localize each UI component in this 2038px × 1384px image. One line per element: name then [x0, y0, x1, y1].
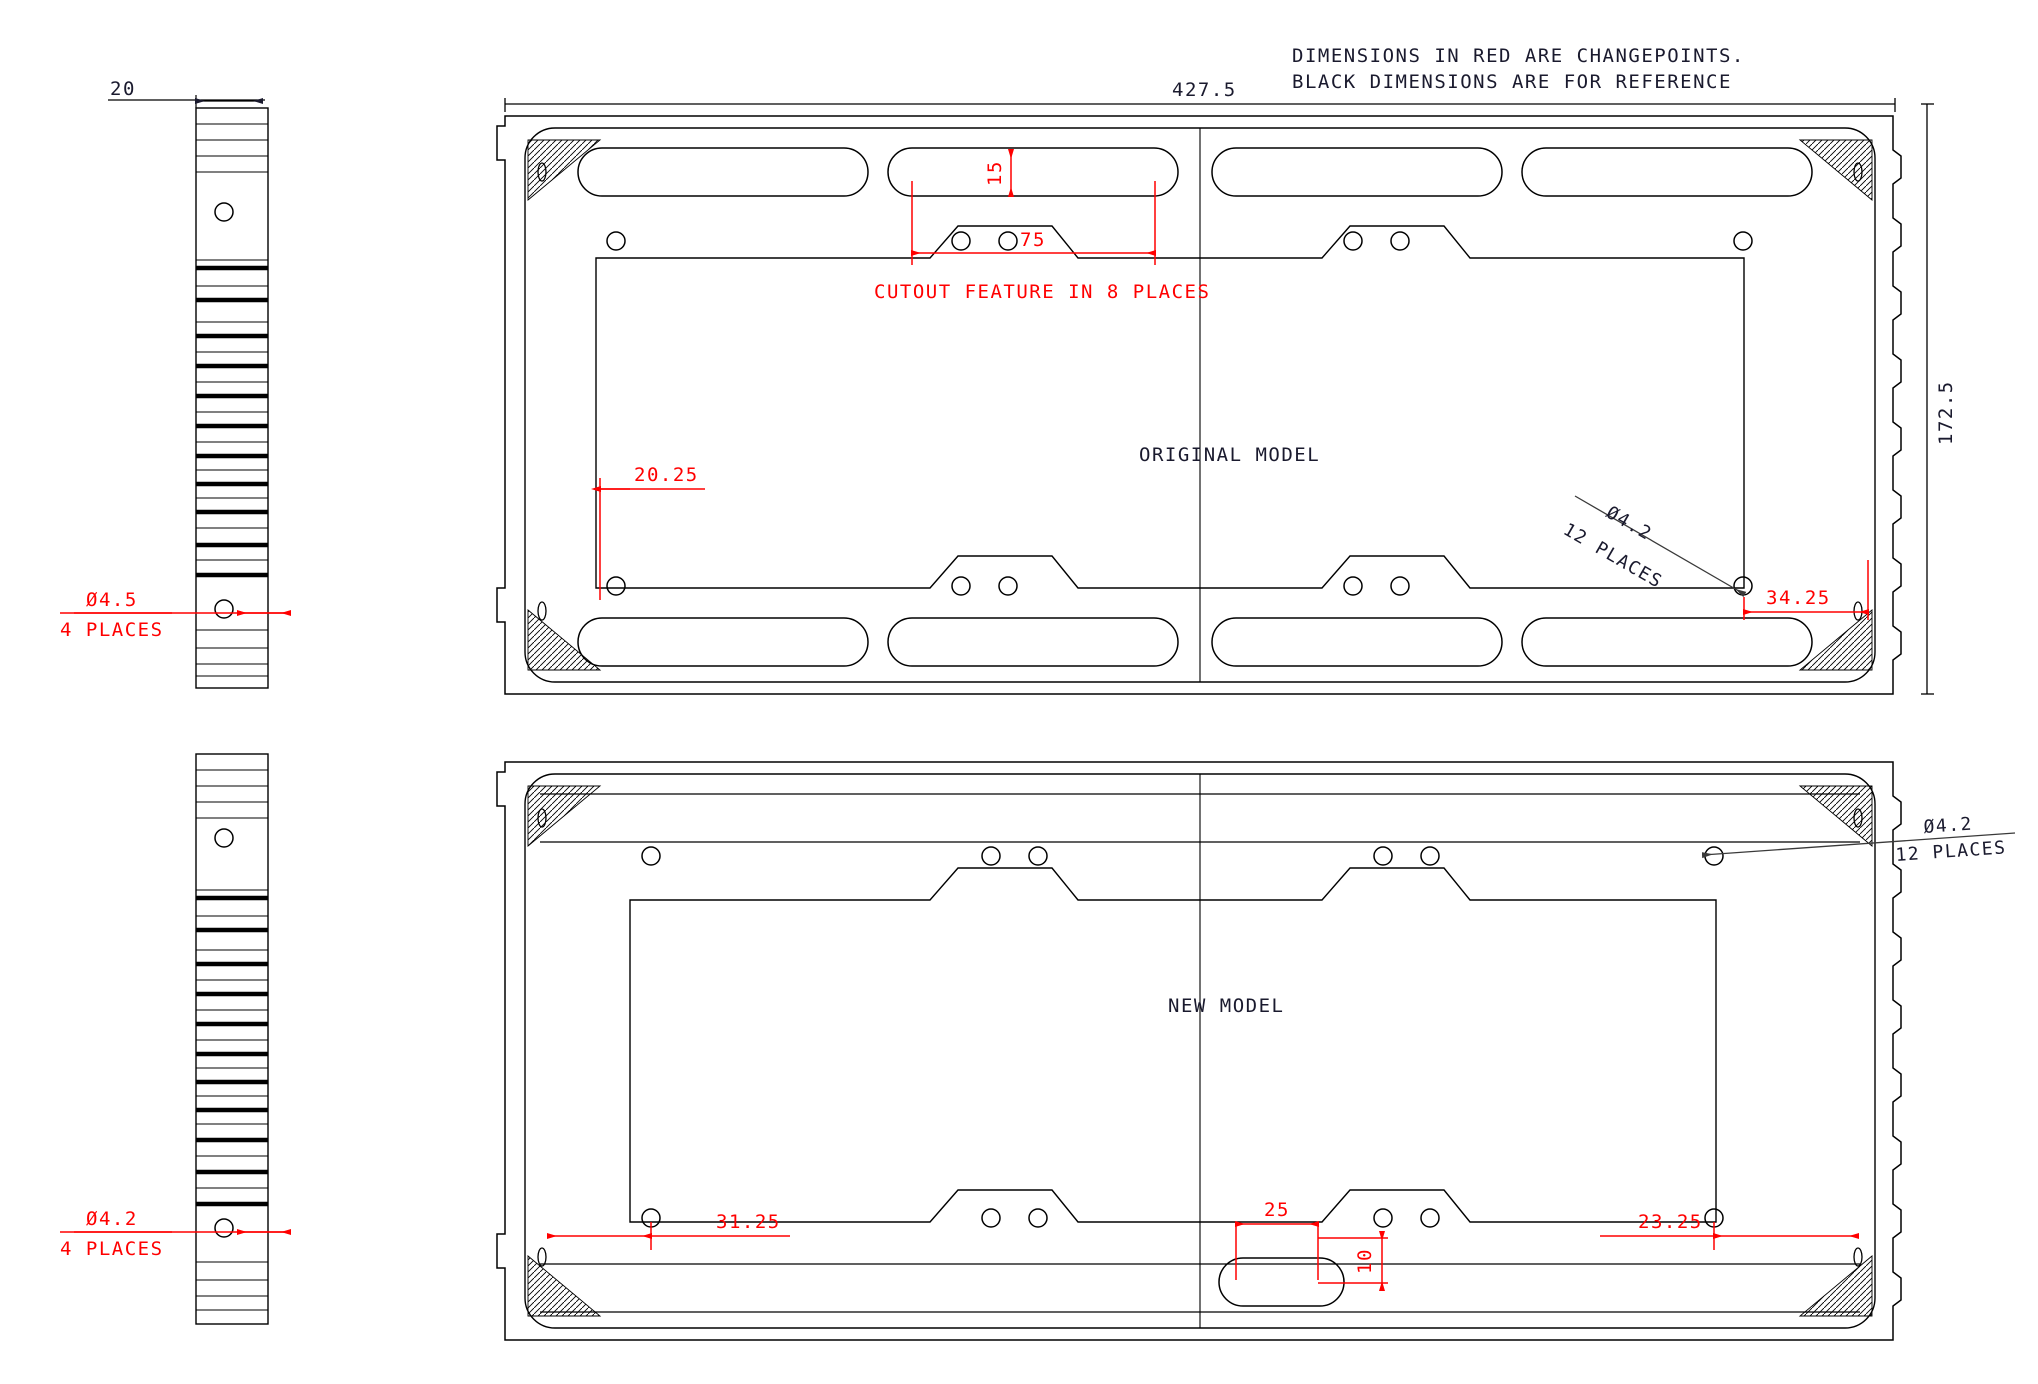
callout-diameter-value: Ø4.5	[86, 589, 138, 611]
slot-width-value: 75	[1020, 229, 1046, 251]
thickness-dimension-20: 20	[108, 78, 265, 108]
callout-diameter-value: Ø4.2	[1603, 502, 1656, 545]
new-slot-height-value: 10	[1354, 1248, 1376, 1274]
new-slot-height-dimension-10: 10	[1318, 1231, 1388, 1291]
callout-places-value: 4 PLACES	[60, 1238, 164, 1260]
overall-width-value: 427.5	[1172, 79, 1237, 101]
note-line-1: DIMENSIONS IN RED ARE CHANGEPOINTS.	[1292, 45, 1745, 67]
slot-height-value: 15	[984, 160, 1006, 186]
right-hole-offset-value: 23.25	[1638, 1211, 1703, 1233]
left-hole-offset-value: 20.25	[634, 464, 699, 486]
overall-height-value: 172.5	[1935, 380, 1957, 445]
callout-places-value: 12 PLACES	[1895, 837, 2007, 866]
right-hole-offset-value: 34.25	[1766, 587, 1831, 609]
thickness-value: 20	[110, 78, 136, 100]
side-view-new: Ø4.2 4 PLACES	[60, 753, 291, 1325]
overall-width-dimension: 427.5	[504, 79, 1896, 112]
callout-diameter-4-2-original: Ø4.2 12 PLACES	[1560, 495, 1747, 598]
left-hole-offset-dimension-31-25: 31.25	[547, 1211, 790, 1250]
callout-diameter-4-5: Ø4.5 4 PLACES	[60, 589, 291, 641]
left-hole-offset-value: 31.25	[716, 1211, 781, 1233]
corner-hatching	[527, 785, 1873, 1317]
slot-height-dimension-15: 15	[984, 149, 1014, 197]
cutout-feature-note: CUTOUT FEATURE IN 8 PLACES	[874, 281, 1210, 303]
right-hole-offset-dimension-34-25: 34.25	[1743, 560, 1869, 620]
callout-places-value: 4 PLACES	[60, 619, 164, 641]
right-hole-offset-dimension-23-25: 23.25	[1600, 1211, 1859, 1250]
callout-diameter-4-2-side: Ø4.2 4 PLACES	[60, 1208, 291, 1260]
plan-view-original-model: 427.5 172.5	[496, 79, 1957, 695]
cutout-slots-top	[577, 147, 1813, 197]
note-line-2: BLACK DIMENSIONS ARE FOR REFERENCE	[1292, 71, 1732, 93]
hole-pattern-12-places	[641, 846, 1724, 1228]
new-slot-width-value: 25	[1264, 1199, 1290, 1221]
slot-width-dimension-75: 75	[911, 181, 1156, 265]
callout-diameter-4-2-new: Ø4.2 12 PLACES	[1701, 814, 2016, 866]
corner-hatching	[527, 139, 1873, 671]
sheet-notes: DIMENSIONS IN RED ARE CHANGEPOINTS. BLAC…	[1292, 45, 1745, 93]
new-slot-width-dimension-25: 25	[1235, 1199, 1319, 1280]
callout-diameter-value: Ø4.2	[1923, 814, 1974, 838]
callout-diameter-value: Ø4.2	[86, 1208, 138, 1230]
left-hole-offset-dimension-20-25: 20.25	[591, 464, 705, 600]
cutout-slots-bottom	[577, 617, 1813, 667]
side-view-original: 20	[60, 78, 291, 689]
view-title-new: NEW MODEL	[1168, 995, 1284, 1017]
plan-view-new-model: NEW MODEL Ø4.2 12 PLACES 31.25 25	[496, 761, 2016, 1341]
view-title-original: ORIGINAL MODEL	[1139, 444, 1320, 466]
overall-height-dimension: 172.5	[1921, 103, 1957, 695]
